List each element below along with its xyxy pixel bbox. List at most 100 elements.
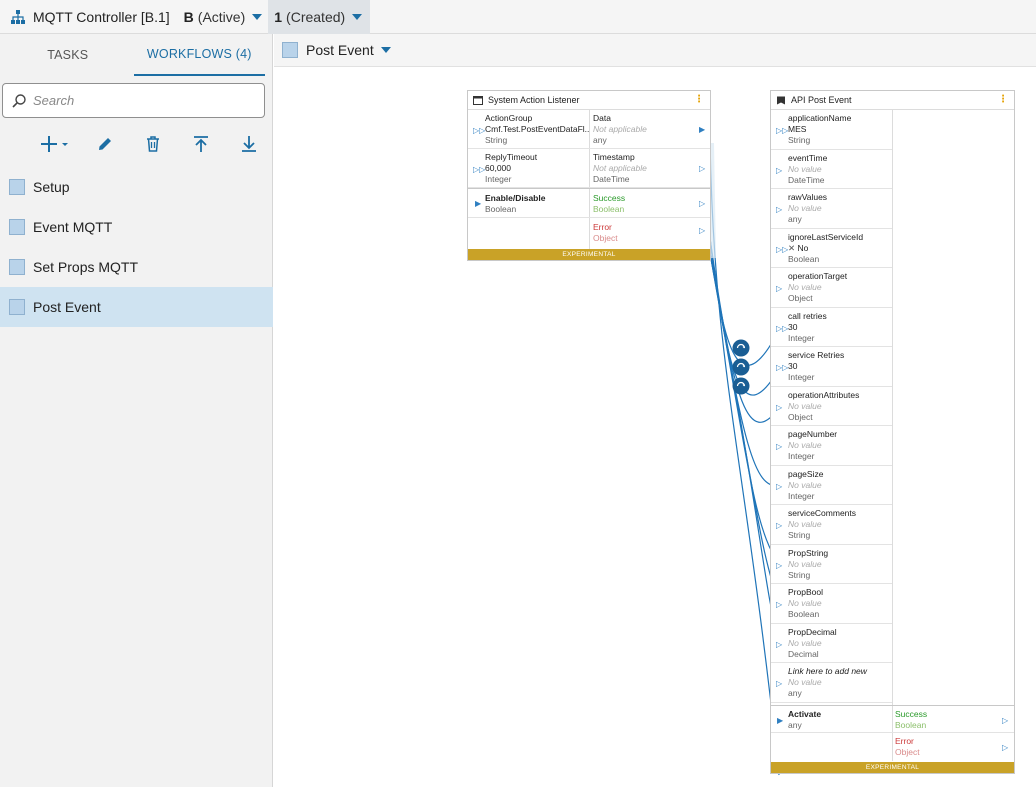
task-system-action-listener[interactable]: System Action Listener ⋮ ▷▷ ActionGroup … (467, 90, 711, 261)
kebab-menu-icon[interactable]: ⋮ (998, 94, 1008, 105)
input-name: ignoreLastServiceId (788, 231, 864, 242)
input-value[interactable]: No value (788, 479, 822, 490)
output-port-icon[interactable]: ▷ (1002, 716, 1009, 725)
activate-port-icon[interactable]: ▶ (777, 716, 784, 725)
input-name: serviceComments (788, 508, 857, 518)
input-port-icon[interactable]: ▷▷ (473, 126, 486, 135)
input-value[interactable]: No value (788, 440, 822, 450)
input-port-icon[interactable]: ▷▷ (776, 244, 789, 254)
input-name: rawValues (788, 192, 828, 202)
workflow-item-event-mqtt[interactable]: Event MQTT (0, 207, 273, 247)
move-bottom-button[interactable] (235, 130, 263, 158)
converter-icon[interactable] (732, 339, 750, 357)
close-icon[interactable]: ✕ (788, 242, 798, 253)
workflow-canvas[interactable]: System Action Listener ⋮ ▷▷ ActionGroup … (274, 68, 1036, 787)
input-port-icon[interactable]: ▷ (776, 205, 783, 214)
input-value[interactable]: Cmf.Test.PostEventDataFl... (485, 124, 589, 134)
tab-workflows[interactable]: WORKFLOWS (4) (133, 34, 265, 76)
output-port-icon[interactable]: ▷ (699, 226, 706, 235)
converter-icon[interactable] (732, 377, 750, 395)
input-value[interactable]: No value (788, 282, 822, 292)
activate-port-icon[interactable]: ▶ (475, 199, 482, 208)
input-type: Boolean (788, 609, 820, 619)
input-type: Decimal (788, 648, 819, 659)
connector-line[interactable] (709, 252, 780, 565)
input-name: applicationName (788, 113, 852, 123)
input-type: any (788, 688, 802, 698)
experimental-badge: EXPERIMENTAL (771, 762, 1014, 773)
input-port-icon[interactable]: ▷ (776, 284, 783, 293)
output-type: DateTime (593, 174, 630, 184)
input-value[interactable]: No value (788, 677, 822, 687)
workflow-item-post-event[interactable]: Post Event (0, 287, 273, 327)
edit-button[interactable] (91, 130, 119, 158)
revision-selector[interactable]: 1 (Created) (268, 0, 371, 34)
input-type: Object (788, 411, 813, 422)
search-input[interactable] (33, 93, 253, 108)
output-port-icon[interactable]: ▷ (699, 164, 706, 173)
input-port-icon[interactable]: ▷ (776, 639, 783, 649)
input-port-icon[interactable]: ▷ (776, 560, 783, 570)
output-port-icon[interactable]: ▷ (1002, 743, 1009, 752)
input-value[interactable]: 60,000 (485, 163, 511, 173)
experimental-badge: EXPERIMENTAL (468, 249, 710, 260)
input-value[interactable]: No value (788, 400, 822, 411)
input-value[interactable]: 30 (788, 321, 798, 332)
output-type: Boolean (593, 204, 625, 214)
input-value[interactable]: No value (788, 203, 822, 213)
input-port-icon[interactable]: ▷▷ (776, 363, 789, 372)
column-divider (892, 110, 893, 761)
workflow-title[interactable]: Post Event (306, 42, 374, 58)
kebab-menu-icon[interactable]: ⋮ (694, 94, 704, 105)
output-port-icon[interactable]: ▶ (699, 125, 706, 134)
input-value[interactable]: ✕ No (788, 243, 890, 254)
input-port-icon[interactable]: ▷ (776, 600, 783, 609)
chevron-down-icon[interactable] (380, 47, 391, 53)
input-value[interactable]: No value (788, 558, 822, 569)
workflow-item-setup[interactable]: Setup (0, 167, 273, 207)
input-port-icon[interactable]: ▷▷ (776, 323, 789, 333)
output-name: Error (895, 736, 914, 746)
output-type: Object (593, 233, 618, 243)
input-port-icon[interactable]: ▷ (776, 402, 783, 412)
task-header: API Post Event ⋮ (771, 91, 1014, 110)
output-port-icon[interactable]: ▷ (699, 199, 706, 208)
io-row: ▷▷ ActionGroup Cmf.Test.PostEventDataFl.… (468, 110, 710, 149)
input-port-icon[interactable]: ▷ (776, 481, 783, 491)
input-port-icon[interactable]: ▷ (776, 442, 783, 451)
input-value[interactable]: No value (788, 637, 822, 648)
input-value[interactable]: MES (788, 124, 807, 134)
input-value[interactable]: No value (788, 163, 822, 174)
move-bottom-icon (242, 136, 256, 152)
connector-line[interactable] (709, 139, 780, 776)
output-name: Timestamp (593, 152, 635, 162)
input-name: pageSize (788, 468, 824, 479)
add-button[interactable] (38, 130, 74, 158)
input-value[interactable]: 30 (788, 361, 798, 371)
search-box (2, 83, 265, 118)
input-port-icon[interactable]: ▷▷ (776, 126, 789, 135)
move-top-button[interactable] (187, 130, 215, 158)
workflow-list: Setup Event MQTT Set Props MQTT Post Eve… (0, 167, 273, 327)
workflow-item-set-props-mqtt[interactable]: Set Props MQTT (0, 247, 273, 287)
input-value[interactable]: No value (788, 598, 822, 608)
input-value[interactable]: No value (788, 519, 822, 529)
tab-tasks[interactable]: TASKS (47, 48, 89, 62)
delete-button[interactable] (139, 130, 167, 158)
workflow-square-icon (9, 259, 25, 275)
input-port-icon[interactable]: ▷▷ (473, 165, 486, 174)
io-row: ▶ Activate any Success Boolean ▷ (771, 705, 1014, 733)
input-port-icon[interactable]: ▷ (776, 165, 783, 175)
converter-icon[interactable] (732, 358, 750, 376)
input-port-icon[interactable]: ▷ (776, 679, 783, 688)
input-port-icon[interactable]: ▷ (776, 521, 783, 530)
connector-line[interactable] (709, 237, 780, 423)
version-selector[interactable]: B (Active) (180, 0, 267, 34)
